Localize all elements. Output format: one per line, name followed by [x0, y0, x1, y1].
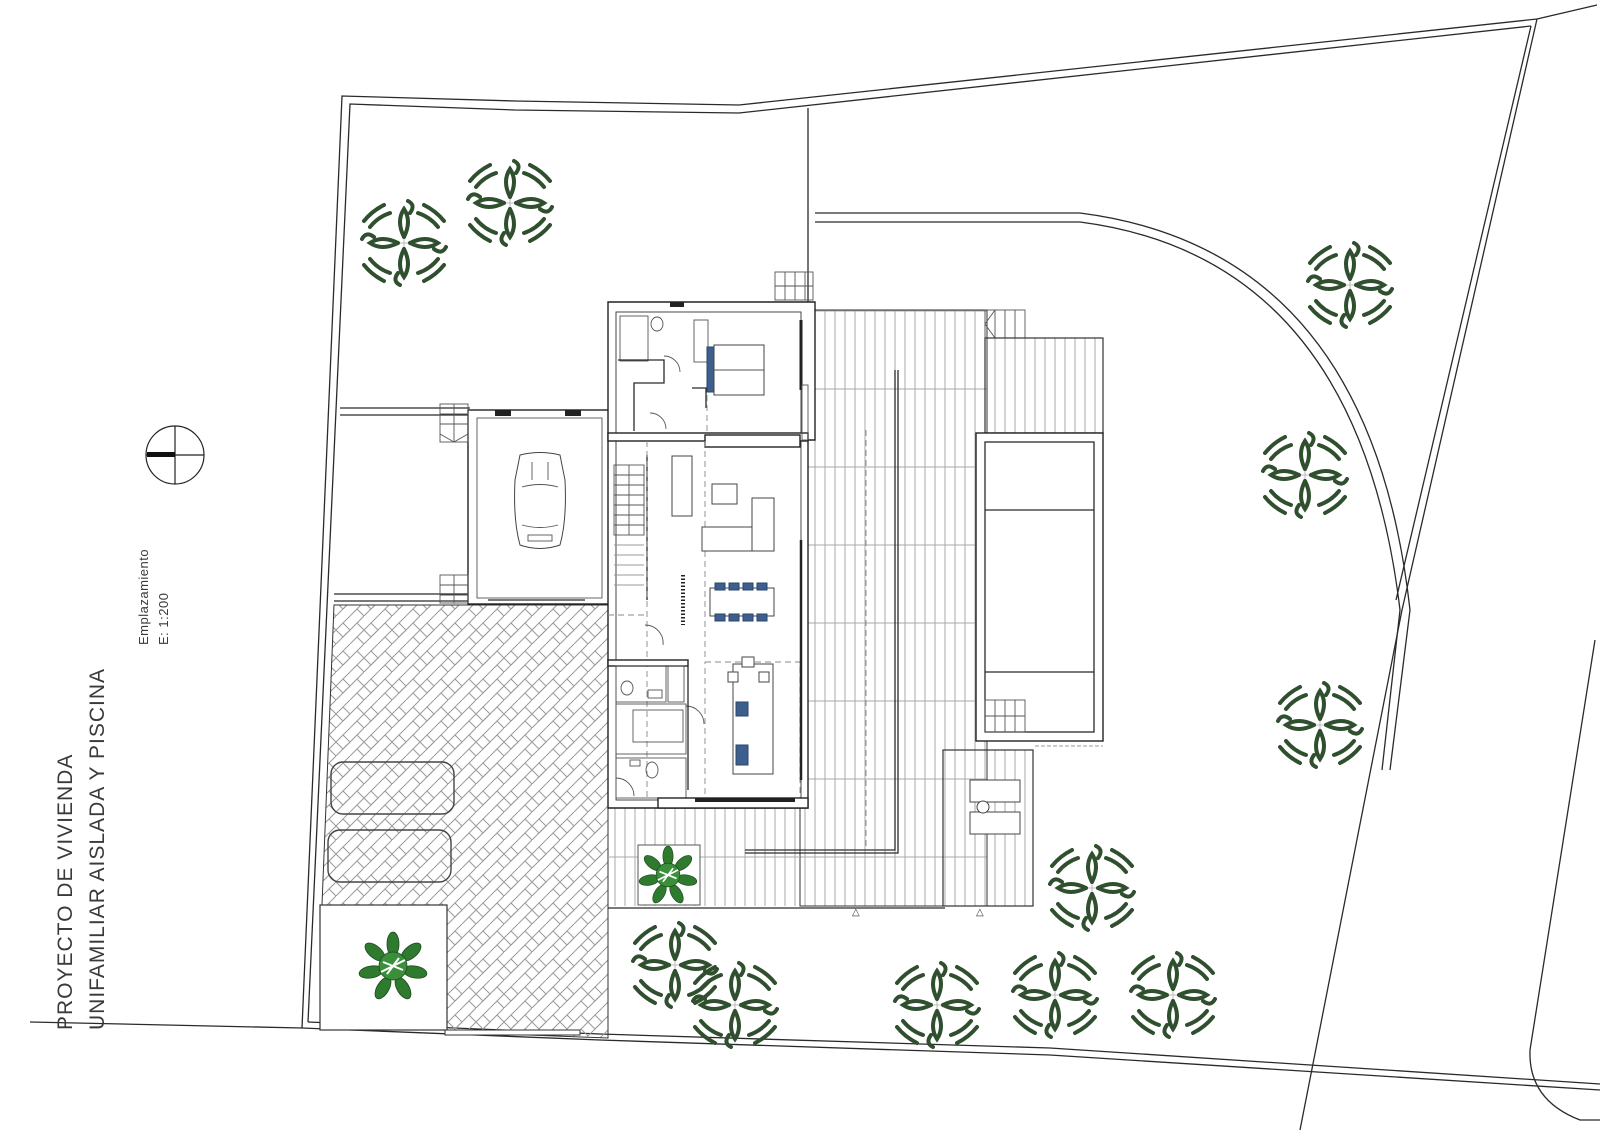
- palm-tree-icon: [1276, 681, 1364, 769]
- house: [607, 301, 816, 809]
- pool-deck-top: [984, 337, 1104, 434]
- swimming-pool: [975, 432, 1104, 747]
- parking-space-1: [330, 761, 455, 815]
- driveway-gate: [444, 1029, 581, 1036]
- project-title-line2: UNIFAMILIAR AISLADA Y PISCINA: [86, 667, 109, 1030]
- stairs-garage-north: [439, 403, 469, 443]
- palm-tree-icon: [466, 159, 554, 247]
- palm-tree-icon: [1048, 844, 1136, 932]
- palm-tree-icon: [1011, 951, 1099, 1039]
- drawing-label: Emplazamiento: [136, 548, 151, 645]
- curved-path: [815, 212, 1411, 771]
- stairs-garage-south: [439, 574, 469, 604]
- entry-arrow: △: [852, 907, 860, 918]
- palm-tree-icon: [1129, 951, 1217, 1039]
- stairs-north-entry: [774, 271, 814, 301]
- scale-label: E: 1:200: [156, 592, 171, 645]
- garage: [467, 409, 611, 605]
- entry-arrow: △: [976, 907, 984, 918]
- palm-tree-icon: [1306, 241, 1394, 329]
- palm-tree-icon: [691, 961, 779, 1049]
- palm-tree-icon: [1261, 431, 1349, 519]
- palm-tree-icon: [631, 921, 719, 1009]
- stairs-terrace: [984, 309, 1026, 339]
- car-icon: [514, 452, 566, 549]
- palm-tree-icon: [893, 961, 981, 1049]
- sun-loungers: [969, 779, 1021, 835]
- north-arrow-icon: [145, 425, 205, 485]
- palm-tree-icon: [360, 199, 448, 287]
- project-title-line1: PROYECTO DE VIVIENDA: [54, 753, 77, 1030]
- parking-space-2: [327, 829, 452, 883]
